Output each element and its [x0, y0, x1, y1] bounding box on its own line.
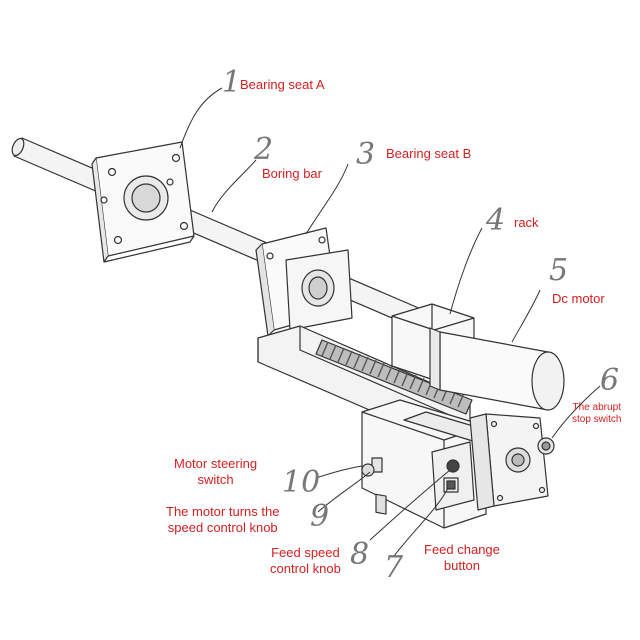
- steering-switch: [361, 457, 383, 477]
- dc-motor: [429, 327, 565, 411]
- callout-number-5: 5: [549, 253, 569, 288]
- front-panel: [431, 441, 475, 511]
- callout-number-3: 3: [356, 137, 376, 172]
- callout-label-9-line-1: The motor turns the: [166, 504, 280, 519]
- leader-line-10: [315, 465, 363, 479]
- leader-line-3: [305, 163, 349, 235]
- leader-line-9: [317, 471, 371, 513]
- callout-label-6-line-2: stop switch: [572, 414, 622, 425]
- callout-label-6-line-1: The abrupt: [572, 402, 621, 413]
- callout-number-9: 9: [310, 499, 330, 534]
- gear-cover: [469, 413, 549, 511]
- callout-label-rack: rack: [514, 215, 539, 230]
- callout-label-feed-speed-control-knob: Feed speed control knob: [270, 545, 341, 577]
- callout-number-4: 4: [486, 203, 506, 238]
- callout-label-dc-motor: Dc motor: [552, 291, 605, 306]
- callout-label-10-line-2: switch: [197, 472, 234, 487]
- bearing-seat-a: [91, 141, 195, 263]
- callout-number-6: 6: [600, 363, 620, 398]
- leader-line-7: [393, 487, 449, 557]
- callout-number-10: 10: [282, 465, 321, 500]
- callout-label-7-line-2: button: [443, 558, 481, 573]
- callout-number-8: 8: [350, 537, 370, 572]
- callout-label-8-line-2: control knob: [270, 561, 341, 576]
- callout-label-bearing-seat-a: Bearing seat A: [240, 77, 325, 92]
- callout-label-boring-bar: Boring bar: [262, 166, 322, 181]
- rack-screw: [315, 339, 473, 415]
- bearing-seat-b: [255, 227, 353, 337]
- callout-label-8-line-1: Feed speed: [271, 545, 340, 560]
- callout-label-feed-change-button: Feed change button: [424, 542, 500, 574]
- callout-label-motor-steering-switch: Motor steering switch: [174, 456, 257, 488]
- callout-label-abrupt-stop-switch: The abrupt stop switch: [572, 402, 621, 426]
- callout-label-9-line-2: speed control knob: [167, 520, 278, 535]
- leader-lines: [179, 87, 601, 557]
- stop-switch-button: [537, 437, 555, 455]
- callout-number-1: 1: [222, 65, 242, 100]
- callout-label-7-line-1: Feed change: [424, 542, 500, 557]
- callout-label-motor-speed-control-knob: The motor turns the speed control knob: [166, 504, 279, 536]
- leader-line-1: [179, 87, 223, 149]
- leader-line-4: [449, 227, 483, 315]
- callout-number-2: 2: [254, 132, 274, 167]
- callout-label-bearing-seat-b: Bearing seat B: [386, 146, 472, 161]
- leader-line-8: [369, 469, 451, 541]
- leader-line-6: [551, 385, 601, 439]
- callout-number-7: 7: [384, 550, 404, 585]
- leader-line-5: [511, 289, 541, 343]
- leader-line-2: [211, 159, 257, 213]
- callout-label-10-line-1: Motor steering: [174, 456, 258, 471]
